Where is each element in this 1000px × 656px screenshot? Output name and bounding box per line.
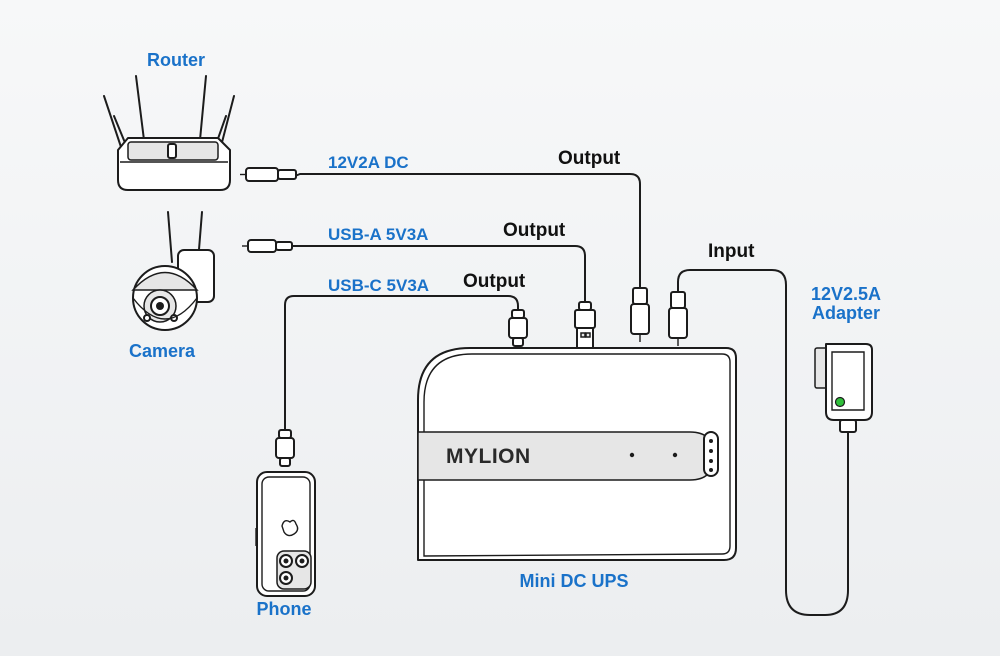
ups-input-dc-plug (668, 291, 688, 346)
phone-icon (255, 471, 316, 597)
input-label: Input (708, 241, 755, 262)
adapter-label-line2: Adapter (812, 303, 880, 323)
adapter-led-icon (834, 396, 846, 408)
camera-dc-plug (242, 239, 293, 253)
router-dc-plug (240, 167, 297, 182)
output-label-1: Output (558, 148, 621, 169)
camera-label: Camera (129, 341, 196, 361)
output-label-3: Output (463, 271, 526, 292)
ups-output-usbc-plug (508, 309, 528, 347)
ups-device: MYLION (417, 347, 737, 561)
camera-icon (131, 211, 215, 331)
router-cable (294, 173, 641, 291)
plugs (240, 167, 688, 467)
router-icon (103, 75, 235, 191)
phone-label: Phone (256, 599, 311, 619)
camera-cable (289, 245, 586, 306)
adapter-cable (677, 269, 849, 616)
ups-output-dc-plug (630, 287, 650, 342)
adapter-icon (814, 343, 873, 433)
output-label-2: Output (503, 220, 566, 241)
router-label: Router (147, 50, 205, 70)
router-cable-label: 12V2A DC (328, 153, 409, 172)
adapter-label-line1: 12V2.5A (811, 284, 881, 304)
ups-brand-label: MYLION (446, 445, 531, 468)
labels: Router Camera Phone Mini DC UPS 12V2.5A … (129, 50, 881, 619)
ups-output-usba-plug (574, 301, 596, 351)
cables (284, 173, 849, 616)
phone-cable-label: USB-C 5V3A (328, 276, 429, 295)
phone-cable (284, 295, 519, 433)
ups-label: Mini DC UPS (519, 571, 628, 591)
phone-usbc-plug (275, 429, 295, 467)
camera-cable-label: USB-A 5V3A (328, 225, 428, 244)
